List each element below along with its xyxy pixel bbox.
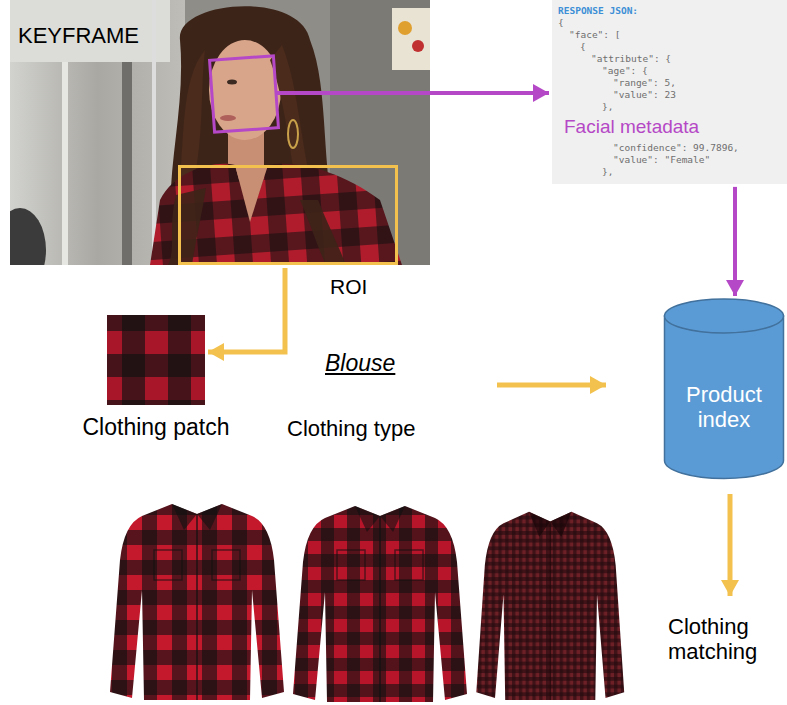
node-label: KEYFRAME (18, 24, 139, 48)
json-line: "value": 23 (558, 89, 781, 101)
json-line: { (558, 17, 781, 29)
hair-over-shoulder (168, 188, 206, 265)
neckline (235, 165, 268, 222)
patch-picture (107, 315, 205, 405)
flow-arrow (208, 268, 285, 352)
keyframe-photo (10, 0, 430, 265)
keyframe-image: KEYFRAME ROI (10, 0, 430, 265)
json-line: }, (558, 101, 781, 113)
json-line: "confidence": 99.7896, (558, 142, 781, 154)
bystander (10, 208, 46, 265)
bright-wall (10, 0, 170, 62)
product-index-cylinder: Product index (663, 298, 785, 480)
matching-caption: Clothing matching (668, 614, 780, 665)
node-label: ROI (330, 275, 367, 298)
shirt-pocket (212, 550, 240, 580)
poster-dot (398, 21, 412, 35)
face-box (210, 56, 279, 132)
clothing-type-caption: Clothing type (287, 416, 415, 441)
shirt-body (110, 504, 284, 700)
flow-arrow (430, 91, 549, 95)
steel-strip (62, 62, 68, 265)
cylinder-body (665, 316, 784, 479)
json-line: { (558, 41, 781, 53)
face (209, 40, 281, 140)
matching-arrow (728, 494, 733, 596)
json-line: }, (558, 166, 781, 178)
hair-over-shoulder (300, 200, 346, 265)
steel-strip (122, 62, 132, 265)
json-line: "attribute": { (558, 53, 781, 65)
shirt-pocket (337, 550, 365, 580)
clothing-type-value: Blouse (325, 350, 395, 376)
shirt-body (476, 512, 624, 700)
node-label: Clothing patch (82, 415, 229, 440)
shirt-pocket (154, 550, 182, 580)
type-arrow (497, 383, 606, 388)
eye (227, 80, 237, 85)
cylinder-top (665, 299, 784, 333)
plaid-shirt (150, 164, 402, 265)
json-response-panel: RESPONSE JSON:{"face": [{"attribute": {"… (552, 0, 787, 184)
clothing-patch: Clothing patch (107, 315, 205, 405)
roi-box: ROI (178, 165, 398, 265)
shirt-placket (549, 521, 551, 700)
earring (288, 120, 298, 148)
shirt-placket (379, 516, 381, 702)
fabric-patch (107, 315, 205, 405)
node-label: Product index (671, 382, 777, 433)
lips (220, 115, 236, 121)
panel-caption: Facial metadata (564, 117, 699, 138)
shirt-photo (110, 504, 284, 700)
shirt-photo (476, 512, 624, 700)
json-line: RESPONSE JSON: (558, 5, 781, 17)
json-line: "face": [ (558, 29, 781, 41)
json-line: "range": 5, (558, 77, 781, 89)
shirt-photo (293, 506, 467, 702)
photo-ground (10, 0, 430, 265)
shirt-body (293, 506, 467, 702)
poster-dot (412, 40, 424, 52)
poster (392, 8, 430, 70)
steel-strip (152, 0, 156, 265)
shirt-pocket (395, 550, 423, 580)
face-leader-line (277, 91, 430, 95)
json-line: "age": { (558, 65, 781, 77)
flow-arrow (733, 187, 737, 296)
shirt-placket (196, 514, 198, 700)
json-line: "value": "Female" (558, 154, 781, 166)
